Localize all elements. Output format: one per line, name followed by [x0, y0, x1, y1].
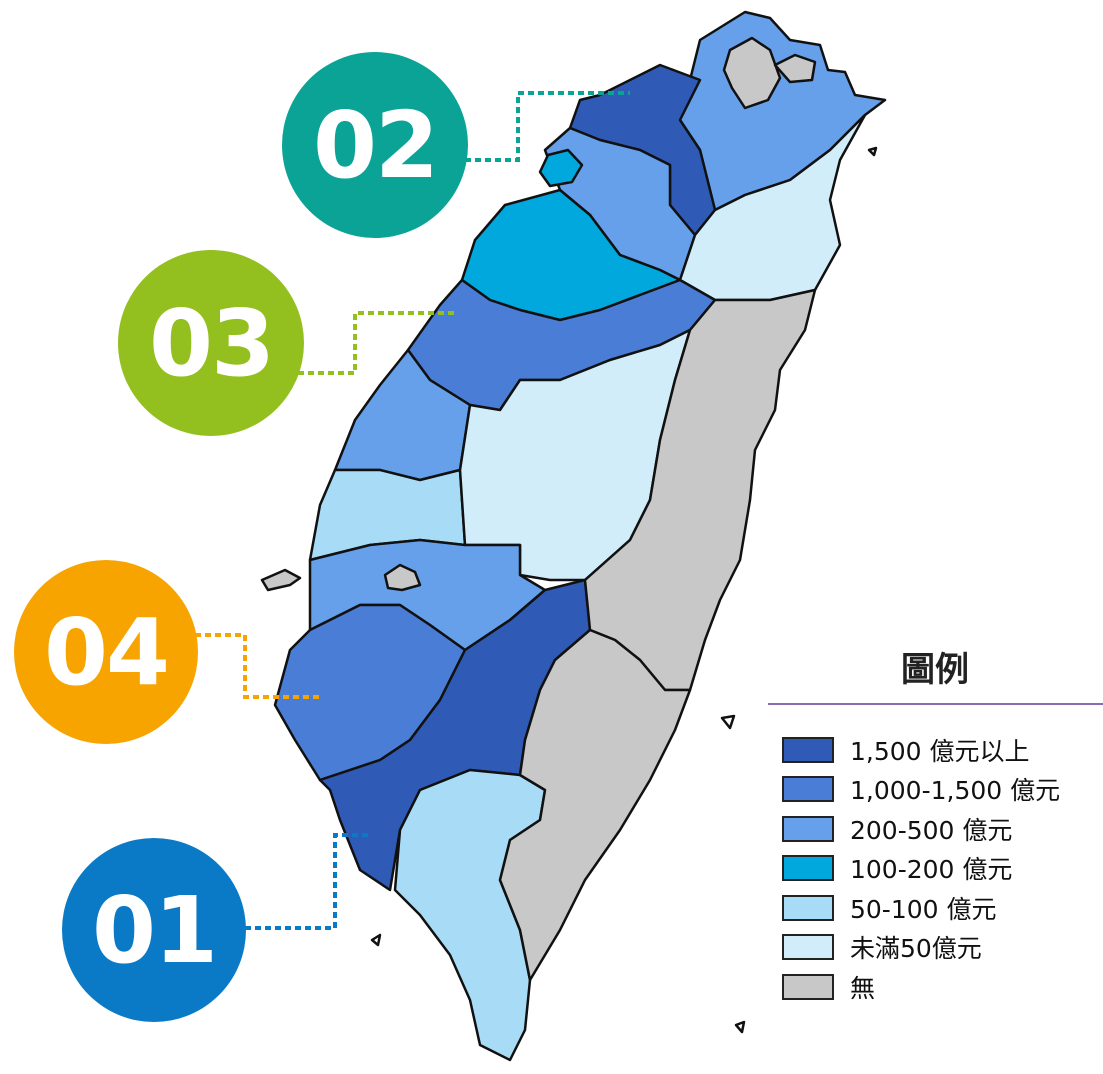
region-north-enclave [722, 36, 782, 110]
legend-item: 1,500 億元以上 [782, 730, 1060, 770]
leader-01 [245, 833, 372, 930]
badge-02-label: 02 [312, 91, 439, 199]
legend-label: 無 [850, 973, 876, 1003]
region-east-hualien [583, 288, 817, 692]
region-north-coast-small [538, 148, 584, 188]
legend-title: 圖例 [901, 650, 969, 690]
island-2 [370, 933, 382, 947]
legend-item: 100-200 億元 [782, 849, 1060, 889]
region-north-enclave-2 [773, 53, 817, 84]
legend-label: 1,500 億元以上 [850, 736, 1030, 766]
legend-label: 1,000-1,500 億元 [850, 776, 1061, 806]
legend-label: 200-500 億元 [850, 815, 1013, 845]
legend-item: 50-100 億元 [782, 888, 1060, 928]
legend-swatch [782, 855, 834, 882]
legend-swatch [782, 934, 834, 961]
leader-02 [455, 91, 630, 162]
island-3 [734, 1020, 746, 1034]
legend-swatch [782, 815, 834, 842]
badge-04-label: 04 [43, 598, 170, 706]
legend-item: 未滿50億元 [782, 928, 1060, 968]
legend-divider [768, 703, 1103, 705]
island-1 [720, 714, 736, 730]
badge-01: 01 [62, 838, 246, 1022]
legend-swatch [782, 973, 834, 1000]
badge-01-label: 01 [91, 876, 218, 984]
island-4 [867, 146, 878, 157]
legend-item: 無 [782, 967, 1060, 1007]
badge-02: 02 [282, 52, 468, 238]
leader-04 [195, 633, 320, 699]
region-east-taitung [498, 628, 692, 982]
legend-label: 未滿50億元 [850, 934, 982, 964]
legend-swatch [782, 894, 834, 921]
legend-item: 1,000-1,500 億元 [782, 770, 1060, 810]
legend-swatch [782, 776, 834, 803]
badge-03: 03 [118, 250, 304, 436]
badge-04: 04 [14, 560, 198, 744]
legend-label: 100-200 億元 [850, 855, 1013, 885]
legend-list: 1,500 億元以上 1,000-1,500 億元 200-500 億元 100… [782, 730, 1060, 1007]
legend-label: 50-100 億元 [850, 894, 997, 924]
region-north-tip [678, 10, 887, 212]
island-penghu [260, 568, 302, 592]
legend-swatch [782, 736, 834, 763]
legend-item: 200-500 億元 [782, 809, 1060, 849]
region-chiayi-city [383, 563, 422, 592]
badge-03-label: 03 [148, 289, 275, 397]
